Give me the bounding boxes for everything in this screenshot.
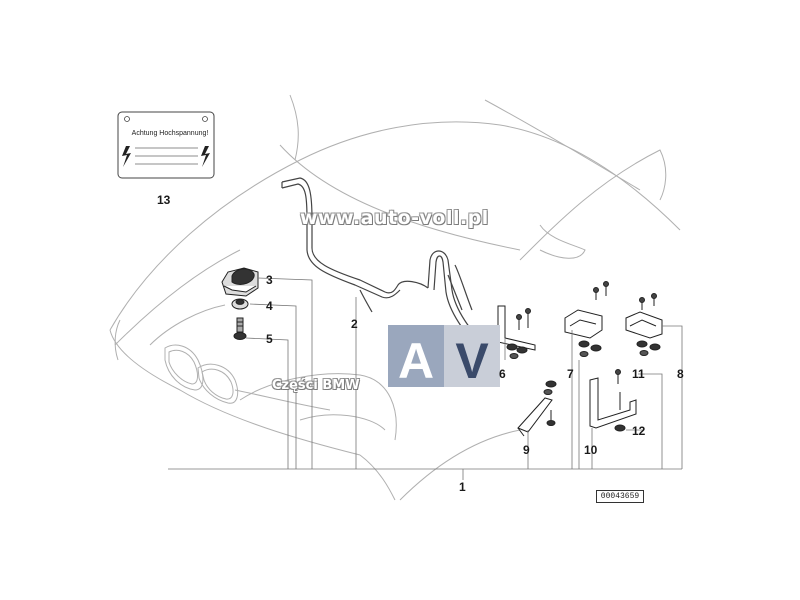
logo-letter-v: V xyxy=(455,333,489,389)
callout-9: 9 xyxy=(523,443,530,457)
wiring-harness xyxy=(281,177,491,356)
warning-label-text: Achtung Hochspannung! xyxy=(131,130,209,137)
lightning-bolt-icon xyxy=(122,146,131,167)
callout-7: 7 xyxy=(567,367,574,381)
callout-3: 3 xyxy=(266,273,273,287)
leader-lines xyxy=(168,277,683,480)
callout-12: 12 xyxy=(632,424,646,438)
part-4-ring xyxy=(231,298,249,310)
car-outline xyxy=(109,94,681,501)
lightning-bolt-icon xyxy=(201,146,210,167)
document-id: 00043659 xyxy=(596,490,644,503)
warning-label-plate xyxy=(117,111,215,179)
part-8-bracket xyxy=(625,293,663,356)
roundel-icon xyxy=(202,116,208,122)
av-logo: A V xyxy=(388,325,500,389)
part-7-bracket xyxy=(564,281,609,357)
watermark-url: www.auto-voll.pl xyxy=(300,207,489,229)
roundel-icon xyxy=(124,116,130,122)
watermark-parts-text: Części BMW xyxy=(272,378,360,393)
callout-1: 1 xyxy=(459,480,466,494)
grille-shapes xyxy=(164,344,239,404)
callout-5: 5 xyxy=(266,332,273,346)
callout-6: 6 xyxy=(499,367,506,381)
part-10-bracket xyxy=(589,369,637,429)
callout-2: 2 xyxy=(351,317,358,331)
callout-4: 4 xyxy=(266,299,273,313)
part-9-bracket xyxy=(517,380,557,437)
part-3-sensor xyxy=(221,267,259,297)
callout-8: 8 xyxy=(677,367,684,381)
callout-11: 11 xyxy=(632,367,645,381)
logo-letter-a: A xyxy=(398,333,434,389)
part-6-bracket xyxy=(497,305,536,359)
callout-10: 10 xyxy=(584,443,598,457)
fasteners-11-12 xyxy=(614,392,626,432)
part-5-bolt xyxy=(233,317,247,340)
callout-13: 13 xyxy=(157,193,171,207)
